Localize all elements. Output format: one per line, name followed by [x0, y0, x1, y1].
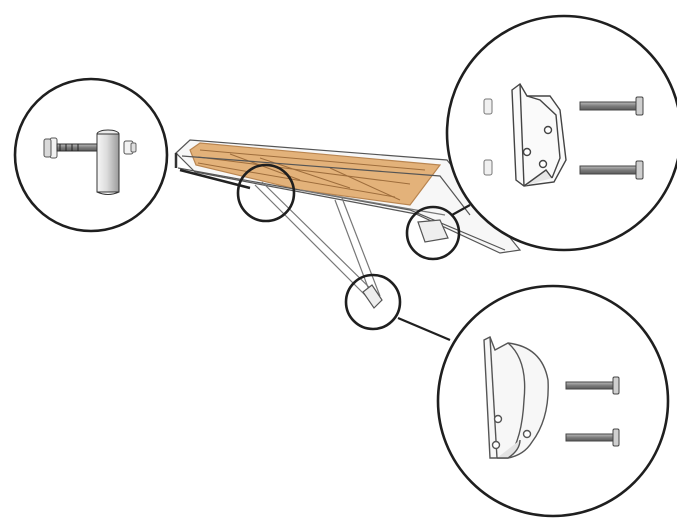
frame-rail-upper [181, 155, 471, 216]
highlight-circle-end-bracket [405, 205, 461, 261]
highlight-circle-leg-bracket [344, 273, 402, 331]
junction-bracket [362, 284, 383, 309]
leader-end-bracket [451, 204, 471, 216]
nut-icon [123, 140, 137, 155]
end-bracket [417, 219, 449, 243]
screw-icon [565, 376, 620, 447]
wood-grain [197, 149, 426, 201]
callout-top-right [445, 14, 677, 252]
frame-rail-lower [177, 167, 506, 251]
leader-leg-bracket [397, 316, 451, 342]
callout-left [13, 77, 169, 233]
nut-icon [483, 98, 493, 176]
highlight-circles [236, 163, 461, 331]
angle-bracket-icon [511, 82, 567, 187]
callout-leaders [397, 204, 471, 342]
screw-icon [579, 96, 644, 180]
post-icon [96, 129, 120, 195]
curved-bracket-icon [483, 336, 549, 459]
highlight-circle-post-joint [236, 163, 296, 223]
callout-bottom-right [436, 284, 670, 518]
